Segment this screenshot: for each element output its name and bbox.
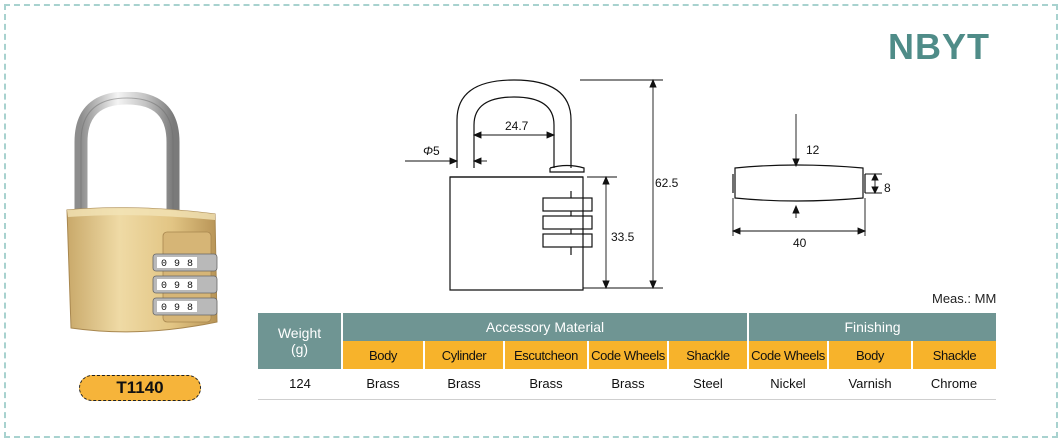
padlock-photo: 0 9 8 0 9 8 0 9 8 — [66, 92, 218, 333]
table-cell: Nickel — [748, 369, 828, 400]
column-header: Body — [827, 341, 912, 369]
weight-header-cell: Weight (g) — [258, 313, 342, 369]
spec-table: Weight (g) Accessory Material Finishing … — [258, 313, 996, 400]
table-cell: Brass — [504, 369, 588, 400]
units-note: Meas.: MM — [932, 291, 997, 306]
model-badge: T1140 — [79, 375, 201, 401]
table-row: 124 Brass Brass Brass Brass Steel Nickel… — [258, 369, 996, 400]
finishing-header: Finishing — [747, 313, 996, 341]
wheel-digit: 8 — [187, 281, 193, 292]
body-height-label: 33.5 — [611, 230, 635, 244]
page-frame — [4, 4, 1058, 438]
wheel-digit: 8 — [187, 259, 193, 270]
code-wheel-thickness-label: 12 — [806, 143, 820, 157]
diameter-symbol: Φ — [423, 144, 433, 158]
wheel-digit: 8 — [187, 303, 193, 314]
wheel-digit: 0 — [161, 281, 167, 292]
weight-unit: (g) — [290, 341, 309, 357]
table-cell: Brass — [588, 369, 668, 400]
code-wheel-width-label: 40 — [793, 236, 807, 250]
wheel-digit: 9 — [174, 259, 180, 270]
shackle-diameter-label: 5 — [433, 144, 440, 158]
wheel-digit: 9 — [174, 281, 180, 292]
wheel-digit: 0 — [161, 259, 167, 270]
weight-header: Weight — [277, 325, 322, 341]
column-header: Code Wheels — [587, 341, 668, 369]
shackle-inner-width-label: 24.7 — [505, 119, 529, 133]
code-wheel-dimension-drawing: 12 8 40 — [731, 114, 891, 250]
wheel-digit: 0 — [161, 303, 167, 314]
table-cell: Steel — [668, 369, 748, 400]
table-cell: Brass — [424, 369, 504, 400]
table-cell: 124 — [258, 369, 342, 400]
column-header: Code Wheels — [747, 341, 828, 369]
code-wheel-height-label: 8 — [884, 181, 891, 195]
total-height-label: 62.5 — [655, 176, 679, 190]
padlock-dimension-drawing: 24.7 Φ 5 62.5 33.5 — [405, 78, 679, 291]
column-header: Cylinder — [423, 341, 504, 369]
table-cell: Chrome — [912, 369, 996, 400]
table-cell: Brass — [342, 369, 424, 400]
column-header: Shackle — [667, 341, 748, 369]
column-header: Shackle — [911, 341, 996, 369]
column-header: Body — [341, 341, 424, 369]
wheel-digit: 9 — [174, 303, 180, 314]
brand-logo: NBYT — [888, 26, 990, 67]
table-cell: Varnish — [828, 369, 912, 400]
column-header: Escutcheon — [503, 341, 588, 369]
accessory-material-header: Accessory Material — [341, 313, 748, 341]
